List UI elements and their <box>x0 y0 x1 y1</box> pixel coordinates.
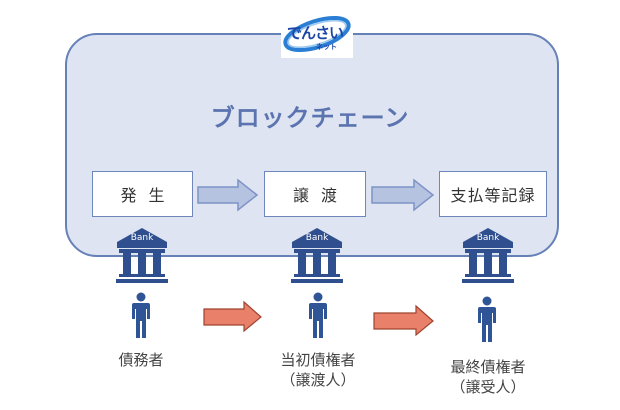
step-issuance: 発生 <box>92 171 193 217</box>
party-debtor: 債務者 <box>91 350 191 370</box>
logo-main-text: でんさい <box>287 24 344 42</box>
transfer-arrow-icon <box>203 300 262 333</box>
party-final-creditor: 最終債権者 （譲受人） <box>428 357 548 397</box>
party-role: （譲渡人） <box>280 371 356 389</box>
bank-icon: Bank <box>461 228 515 288</box>
step-payment-record: 支払等記録 <box>439 171 547 217</box>
bank-label: Bank <box>305 233 329 243</box>
transfer-arrow-icon <box>373 304 434 337</box>
person-icon <box>309 292 327 338</box>
party-name: 債務者 <box>118 351 164 369</box>
party-name: 最終債権者 <box>450 358 526 376</box>
step-transfer: 譲渡 <box>264 171 366 217</box>
person-icon <box>132 292 150 338</box>
bank-label: Bank <box>476 233 500 243</box>
step-arrow-icon <box>371 178 435 212</box>
logo-swoosh-icon <box>283 15 351 53</box>
party-initial-creditor: 当初債権者 （譲渡人） <box>258 350 378 390</box>
step-arrow-icon <box>197 178 259 212</box>
party-name: 当初債権者 <box>280 351 356 369</box>
blockchain-container <box>65 33 559 257</box>
bank-label: Bank <box>130 233 154 243</box>
person-icon <box>478 296 496 342</box>
bank-icon: Bank <box>115 228 169 288</box>
logo-sub-text: ネット <box>316 43 337 51</box>
blockchain-title: ブロックチェーン <box>210 104 410 132</box>
bank-icon: Bank <box>290 228 344 288</box>
densai-net-logo: でんさい ネット <box>281 8 353 58</box>
party-role: （譲受人） <box>450 378 526 396</box>
